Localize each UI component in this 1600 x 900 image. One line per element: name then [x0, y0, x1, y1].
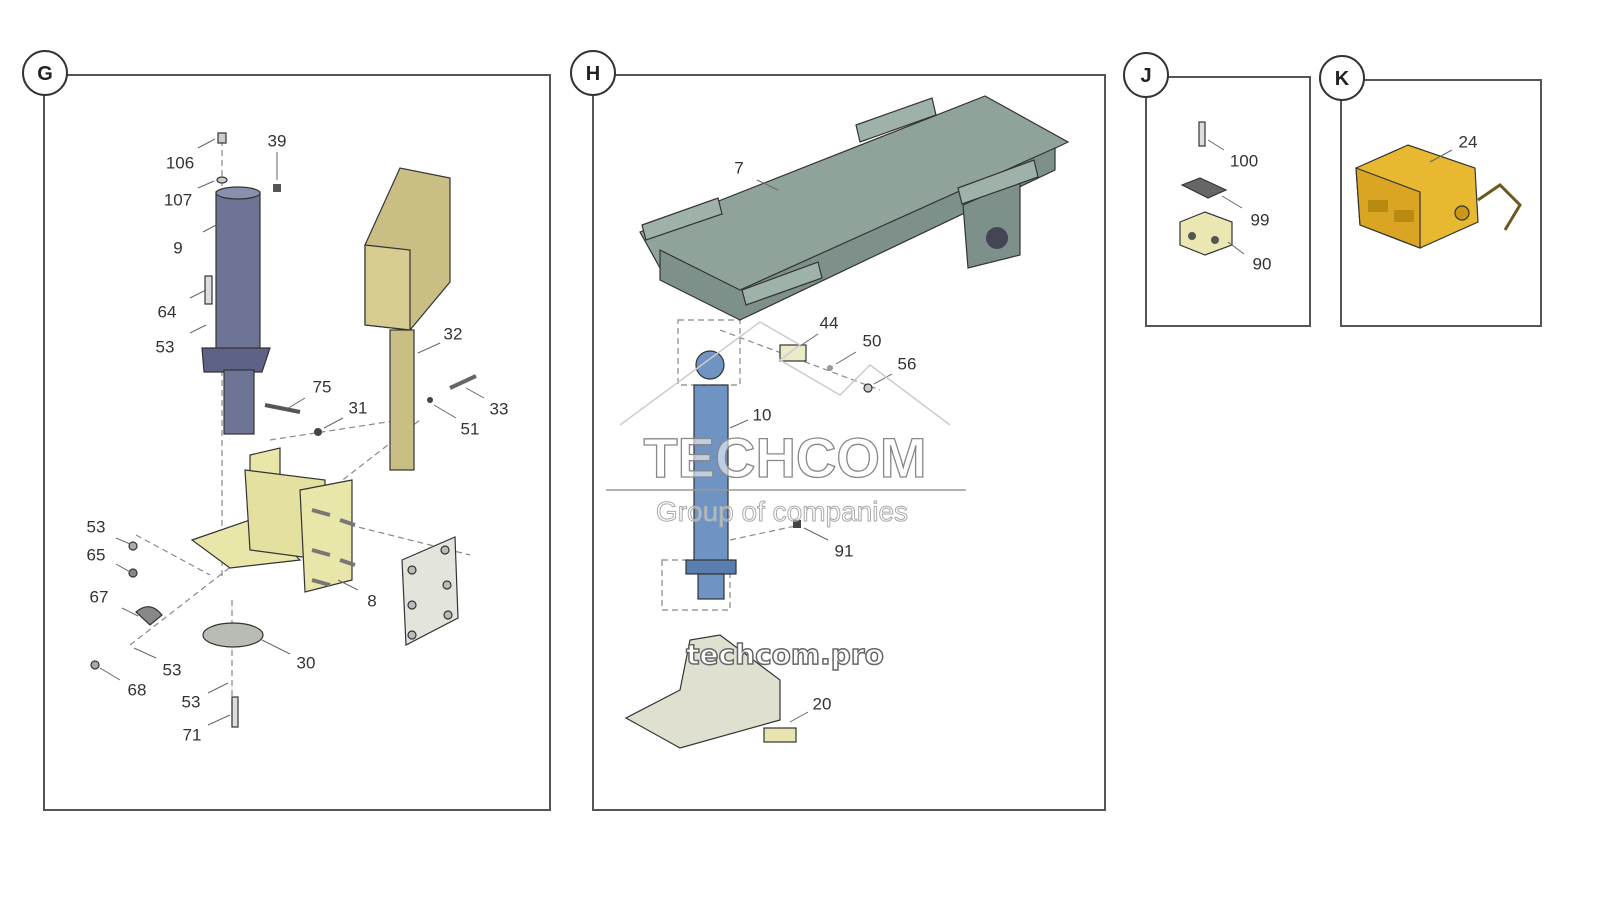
callout-67: 67 — [90, 588, 109, 607]
panel-g-frame — [43, 74, 551, 811]
pin-part-100 — [1198, 121, 1206, 147]
callout-56: 56 — [898, 355, 917, 374]
clamp-part-67 — [135, 606, 163, 626]
callout-53: 53 — [87, 518, 106, 537]
callout-100: 100 — [1230, 152, 1258, 171]
panel-j-badge-label: J — [1140, 65, 1151, 87]
callout-64: 64 — [158, 303, 177, 322]
panel-g: G — [22, 50, 551, 811]
pin-part-44 — [779, 344, 807, 362]
callout-50: 50 — [863, 332, 882, 351]
pin-part-20 — [763, 727, 797, 743]
callouts-k: 24 — [1429, 133, 1478, 163]
callout-53: 53 — [182, 693, 201, 712]
frame-part-7 — [639, 95, 1070, 321]
callout-107: 107 — [164, 191, 192, 210]
washer-part-107 — [216, 176, 228, 184]
callout-68: 68 — [128, 681, 147, 700]
callout-91: 91 — [835, 542, 854, 561]
washer-part-53 — [128, 541, 138, 551]
block-part-90 — [1179, 211, 1233, 256]
callout-53: 53 — [156, 338, 175, 357]
callout-53: 53 — [163, 661, 182, 680]
callout-24: 24 — [1459, 133, 1478, 152]
watermark-url: techcom.pro — [686, 638, 884, 671]
plate-part — [401, 536, 459, 646]
watermark-mountain-logo — [619, 321, 951, 426]
watermark: TECHCOM Group of companies techcom.pro — [606, 321, 966, 672]
callout-51: 51 — [461, 420, 480, 439]
panel-h: H 7 — [570, 50, 1106, 811]
panel-j-badge: J — [1123, 52, 1169, 98]
base-part — [624, 634, 781, 749]
callout-9: 9 — [173, 239, 182, 258]
nipple-part-39 — [273, 184, 281, 192]
bolt-part-75 — [264, 403, 301, 414]
panel-g-badge-label: G — [37, 63, 53, 85]
panel-j: J 100 99 90 — [1123, 52, 1311, 327]
panel-g-badge: G — [22, 50, 68, 96]
pin-part-71 — [231, 696, 239, 728]
callout-8: 8 — [367, 592, 376, 611]
callout-90: 90 — [1253, 255, 1272, 274]
nipple-part-91 — [793, 520, 801, 528]
callout-31: 31 — [349, 399, 368, 418]
foot-pad-part-30 — [202, 622, 264, 648]
housing-part-24 — [1355, 144, 1522, 249]
callout-30: 30 — [297, 654, 316, 673]
callouts-h: 7 44 50 56 10 91 20 — [729, 159, 917, 723]
pin-part-64 — [204, 275, 213, 305]
washer-part-50 — [827, 365, 833, 371]
bolt-part-106 — [217, 132, 227, 144]
callout-106: 106 — [166, 154, 194, 173]
control-box-part-32 — [364, 167, 451, 471]
callout-7: 7 — [734, 159, 743, 178]
cylinder-part-10 — [685, 350, 737, 600]
watermark-brand: TECHCOM — [643, 426, 926, 489]
panel-k-badge-label: K — [1335, 68, 1350, 90]
callout-10: 10 — [753, 406, 772, 425]
nut-part-65 — [128, 568, 138, 578]
panel-h-frame — [592, 74, 1106, 811]
nut-part-31 — [314, 428, 322, 436]
panel-k-frame — [1340, 79, 1542, 327]
bolt-part-68 — [90, 660, 100, 670]
callout-71: 71 — [183, 726, 202, 745]
callout-39: 39 — [268, 132, 287, 151]
callout-65: 65 — [87, 546, 106, 565]
panel-h-badge: H — [570, 50, 616, 96]
bolt-part-33 — [449, 374, 477, 390]
callout-44: 44 — [820, 314, 839, 333]
panel-h-badge-label: H — [586, 63, 600, 85]
callout-33: 33 — [490, 400, 509, 419]
callout-99: 99 — [1251, 211, 1270, 230]
callout-20: 20 — [813, 695, 832, 714]
callout-75: 75 — [313, 378, 332, 397]
panel-k-badge: K — [1319, 55, 1365, 101]
watermark-tagline: Group of companies — [656, 496, 908, 527]
panel-k: K 24 — [1319, 55, 1542, 327]
nut-part-51 — [427, 397, 433, 403]
callouts-j: 100 99 90 — [1207, 139, 1272, 274]
plate-part-99 — [1180, 177, 1228, 199]
callouts-g: 106 107 39 9 64 53 32 75 31 33 51 53 65 … — [87, 132, 509, 745]
callout-32: 32 — [444, 325, 463, 344]
cylinder-part-9 — [201, 186, 271, 435]
clip-part-56 — [863, 383, 873, 393]
panel-j-frame — [1145, 76, 1311, 327]
mount-bracket-part-8 — [190, 447, 356, 593]
